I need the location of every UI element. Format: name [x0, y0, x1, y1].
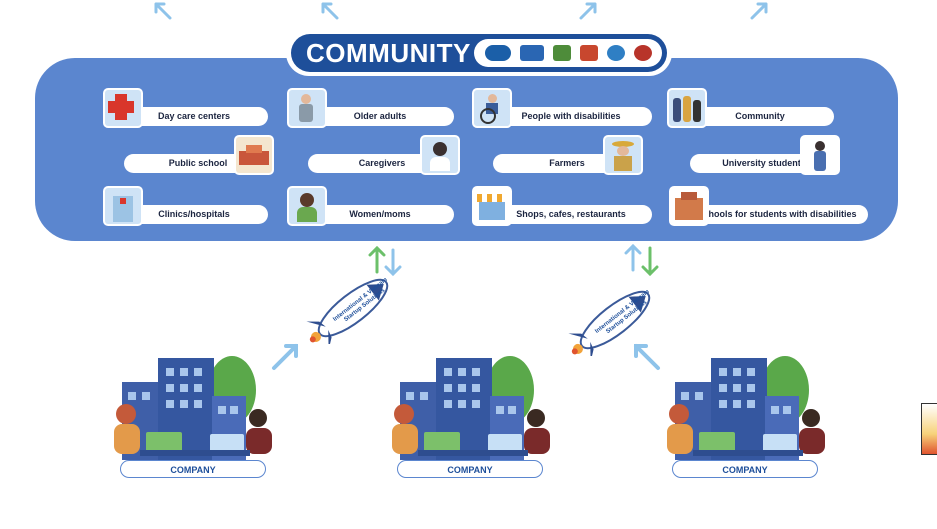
- farmer-icon: [603, 135, 643, 175]
- partner-logo-3: [552, 45, 571, 61]
- shop-icon: [472, 186, 512, 226]
- group-pill-clinics-hospitals: Clinics/hospitals: [120, 205, 268, 224]
- partner-logo-4: [579, 45, 598, 61]
- company-illustration-3: [653, 350, 833, 460]
- group-pill-caregivers: Caregivers: [308, 154, 456, 173]
- edge-fragment: [921, 403, 937, 455]
- group-pill-community: Community: [686, 107, 834, 126]
- page-title: COMMUNITY: [306, 38, 471, 68]
- arrow-company3-rocket: [634, 344, 660, 370]
- day-care-icon: [103, 88, 143, 128]
- company-illustration-1: [100, 350, 280, 460]
- group-pill-day-care-centers: Day care centers: [120, 107, 268, 126]
- rocket-right-body: [568, 290, 651, 362]
- rocket-left: International & Vietnam Startup Solution…: [298, 272, 408, 350]
- mother-icon: [287, 186, 327, 226]
- group-pill-women-moms: Women/moms: [306, 205, 454, 224]
- group-pill-schools-for-students-with-disabilities: Schools for students with disabilities: [686, 205, 868, 224]
- older-adult-icon: [287, 88, 327, 128]
- wheelchair-icon: [472, 88, 512, 128]
- company-label-1: COMPANY: [120, 460, 266, 478]
- group-pill-older-adults: Older adults: [306, 107, 454, 126]
- group-pill-people-with-disabilities: People with disabilities: [490, 107, 652, 126]
- arrow-company1-rocket: [272, 344, 298, 370]
- hospital-icon: [103, 186, 143, 226]
- partner-logo-6: [633, 45, 652, 61]
- rocket-left-body: [306, 278, 389, 350]
- partner-logos: [474, 39, 662, 67]
- down-arrow-right: [641, 246, 659, 277]
- top-arrows: [154, 2, 768, 20]
- special-school-icon: [669, 186, 709, 226]
- top-arrow-1: [154, 2, 172, 20]
- group-pill-shops-cafes-restaurants: Shops, cafes, restaurants: [490, 205, 652, 224]
- community-people-icon: [667, 88, 707, 128]
- top-arrow-4: [750, 2, 768, 20]
- partner-logo-1: [484, 45, 511, 61]
- diagonal-arrows: [272, 344, 660, 370]
- company-label-2: COMPANY: [397, 460, 543, 478]
- up-arrow-right: [624, 243, 642, 272]
- exchange-arrows: [368, 243, 659, 277]
- company-label-3: COMPANY: [672, 460, 818, 478]
- rocket-right: International & Vietnam Startup Solution…: [560, 284, 670, 362]
- school-building-icon: [234, 135, 274, 175]
- top-arrow-3: [579, 2, 597, 20]
- down-arrow-left: [384, 248, 402, 277]
- company-illustration-2: [378, 350, 558, 460]
- nurse-icon: [420, 135, 460, 175]
- partner-logo-5: [606, 45, 625, 61]
- up-arrow-left: [368, 245, 386, 274]
- student-icon: [800, 135, 840, 175]
- partner-logo-2: [519, 45, 544, 61]
- top-arrow-2: [321, 2, 339, 20]
